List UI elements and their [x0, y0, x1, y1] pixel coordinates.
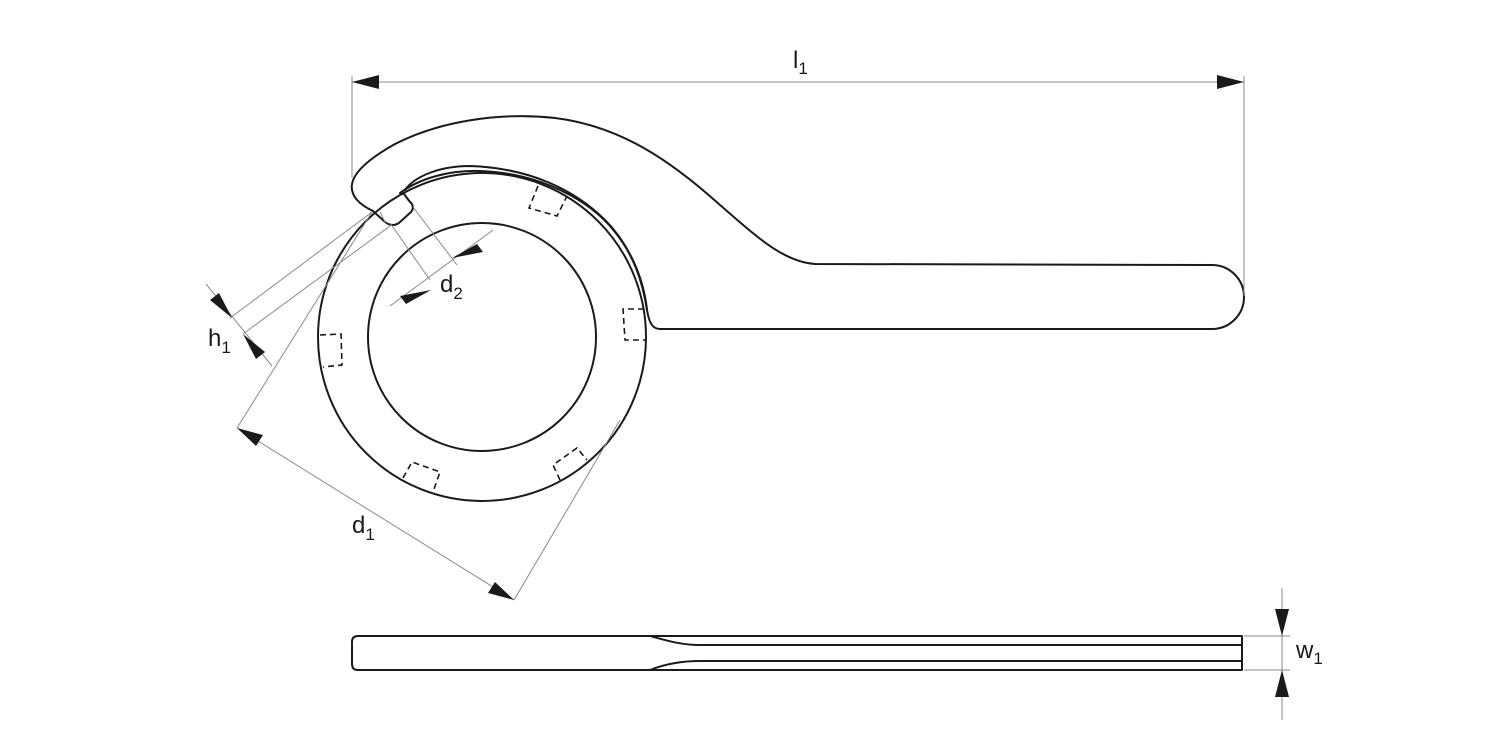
arrow-w1-bottom-icon [1275, 670, 1289, 697]
arrow-d2-upper-icon [452, 244, 483, 258]
arrow-d1-right-icon [488, 582, 514, 600]
slot-hidden-line [319, 333, 343, 368]
dimension-d2: d2 [389, 206, 494, 307]
side-groove-bottom [649, 660, 1243, 671]
hidden-slots [319, 185, 646, 493]
front-view: l1 d2 h1 d1 [205, 47, 1245, 601]
arrow-w1-top-icon [1275, 609, 1289, 636]
d1-label: d1 [352, 512, 375, 544]
side-view: w1 [351, 588, 1323, 720]
arrow-d1-left-icon [237, 428, 263, 446]
arrow-h1-lower-icon [243, 334, 265, 359]
dimension-w1: w1 [1244, 588, 1323, 720]
dimension-l1: l1 [351, 47, 1245, 296]
slot-hidden-line [551, 446, 588, 481]
slot-hidden-line [402, 461, 442, 493]
arrow-left-icon [352, 75, 379, 89]
nut-outer-circle [317, 172, 647, 502]
arrow-h1-upper-icon [210, 293, 232, 318]
slot-hidden-line [622, 308, 646, 341]
side-groove-top [649, 635, 1243, 646]
h1-label: h1 [208, 325, 231, 357]
hook-nose [372, 192, 414, 226]
d2-label: d2 [440, 271, 463, 303]
side-profile-outline [351, 635, 1243, 671]
slot-hidden-line [527, 185, 568, 217]
l1-label: l1 [793, 47, 808, 78]
arrow-right-icon [1217, 75, 1244, 89]
hook-inner-rim [399, 169, 648, 311]
dimension-d1: d1 [236, 211, 621, 601]
arrow-d2-lower-icon [400, 290, 431, 304]
w1-label: w1 [1295, 637, 1323, 668]
dimension-h1: h1 [205, 211, 391, 367]
nut-inner-circle [367, 222, 597, 452]
nose-edge [379, 211, 387, 225]
